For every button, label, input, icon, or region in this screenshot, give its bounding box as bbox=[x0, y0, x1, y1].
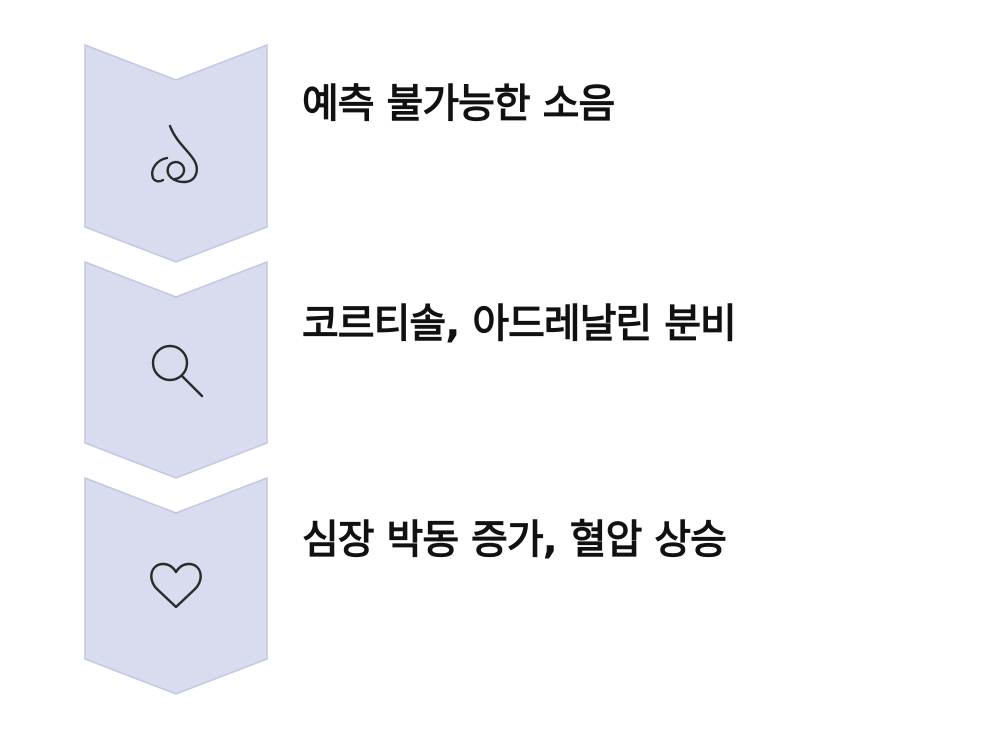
step-1-label: 예측 불가능한 소음 bbox=[302, 81, 615, 127]
heart-icon bbox=[150, 562, 202, 609]
chevron-step-1 bbox=[84, 43, 268, 263]
chevron-step-2 bbox=[84, 260, 268, 479]
nose-icon bbox=[151, 124, 198, 184]
magnifier-icon bbox=[151, 344, 204, 398]
chevron-step-3 bbox=[84, 476, 268, 695]
step-3-label: 심장 박동 증가, 혈압 상승 bbox=[302, 517, 727, 563]
step-2-label: 코르티솔, 아드레날린 분비 bbox=[302, 301, 737, 347]
